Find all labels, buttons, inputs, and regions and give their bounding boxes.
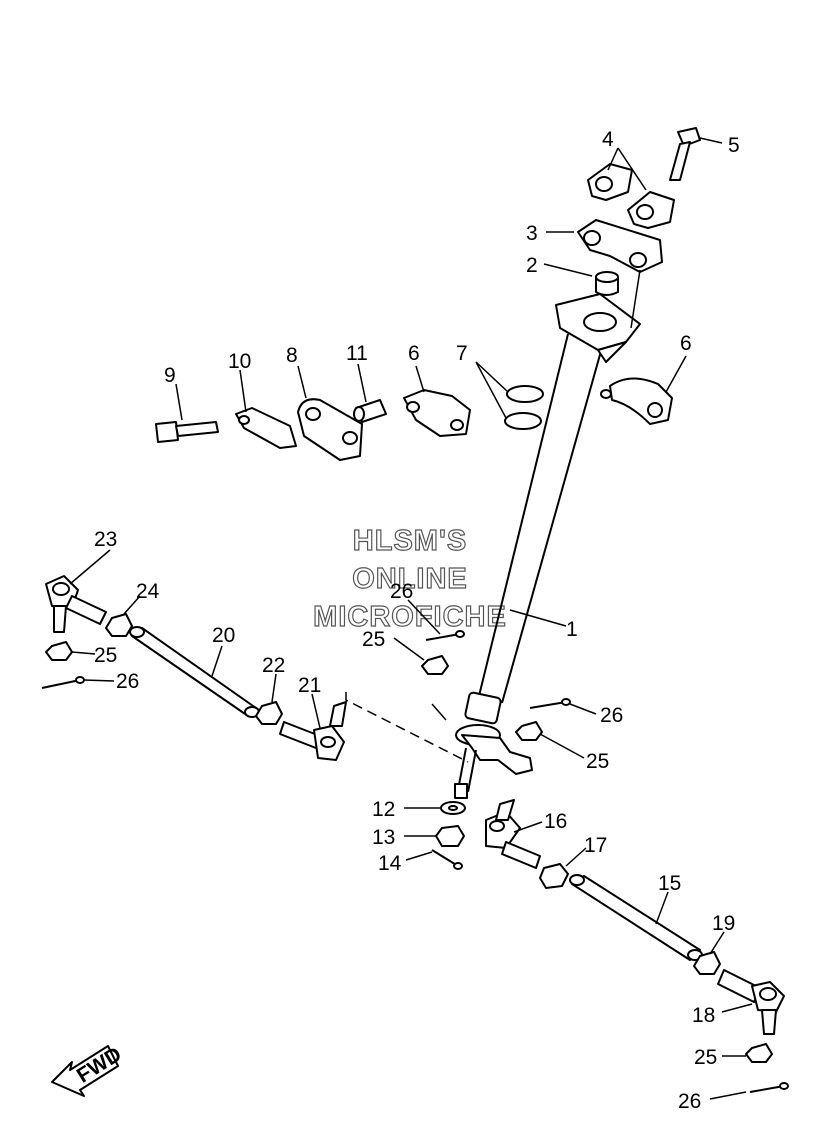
callout-6-right: 6 [680,332,692,355]
bushing-clamps[interactable] [587,163,675,229]
alignment-line [345,692,469,763]
clamp-right[interactable] [600,377,673,425]
callout-22: 22 [262,654,285,677]
callout-1: 1 [566,618,578,641]
callout-20: 20 [212,624,235,647]
nut-25-center[interactable] [421,655,449,675]
nut-24[interactable] [105,613,133,637]
callout-labels: 1 2 3 4 5 6 6 7 8 9 10 11 12 13 14 15 16… [94,128,740,1113]
nut-19[interactable] [693,951,721,975]
callout-25-left: 25 [94,644,117,667]
tie-rod-left[interactable] [129,626,260,718]
callout-21: 21 [298,674,321,697]
callout-4: 4 [602,128,614,151]
holder-bolt[interactable] [669,127,723,181]
watermark: HLSM'S ONLINE MICROFICHE [313,524,507,633]
callout-12: 12 [372,798,395,821]
callout-17: 17 [584,834,607,857]
cotter-pin-26-right-lower[interactable] [749,1082,789,1093]
rod-end-21[interactable] [279,701,347,761]
watermark-line-1: HLSM'S [353,525,467,557]
callout-9: 9 [164,364,176,387]
callout-26-center: 26 [390,580,413,603]
callout-25-center: 25 [362,628,385,651]
callout-26-right-lower: 26 [678,1090,701,1113]
forward-arrow-icon: FWD [51,1043,126,1097]
nut-25-right-lower[interactable] [745,1043,773,1063]
steering-column[interactable] [431,293,641,799]
fwd-label: FWD [73,1043,126,1088]
callout-24: 24 [136,580,160,603]
leader-lines [69,147,753,1100]
callout-15: 15 [658,872,681,895]
cotter-pin-26-right-upper[interactable] [529,698,571,709]
clamp-left[interactable] [403,389,471,437]
column-holder[interactable] [577,219,663,329]
callout-7: 7 [456,342,468,365]
callout-25-right-upper: 25 [586,750,609,773]
callout-23: 23 [94,528,117,551]
washer-12[interactable] [440,801,466,815]
callout-26-right-upper: 26 [600,704,623,727]
rod-end-16[interactable] [485,799,541,869]
bushing[interactable] [595,271,619,296]
callout-25-right-lower: 25 [694,1046,717,1069]
callout-18: 18 [692,1004,715,1027]
cotter-pin-14[interactable] [431,849,463,870]
nut-25-right-upper[interactable] [515,721,543,741]
nut-22[interactable] [255,701,283,725]
callout-10: 10 [228,350,251,373]
callout-11: 11 [346,342,368,365]
cotter-pin-26-left[interactable] [41,676,85,689]
callout-13: 13 [372,826,395,849]
tie-rod-right[interactable] [569,874,703,961]
collars[interactable] [504,385,544,430]
callout-2: 2 [526,254,538,277]
callout-14: 14 [378,852,402,875]
nut-17[interactable] [539,863,569,889]
nut-25-left[interactable] [45,641,73,661]
column-plate[interactable] [297,398,363,461]
callout-6-left: 6 [408,342,420,365]
long-bolt[interactable] [155,421,219,443]
nut-13[interactable] [435,825,465,847]
rod-end-23[interactable] [45,575,107,633]
rod-end-18[interactable] [717,969,785,1035]
callout-5: 5 [728,134,740,157]
callout-8: 8 [286,344,298,367]
callout-16: 16 [544,810,567,833]
lock-washer[interactable] [235,407,297,449]
watermark-line-3: MICROFICHE [313,601,507,633]
cotter-pin-26-center[interactable] [425,630,465,641]
callout-26-left: 26 [116,670,139,693]
collar-small[interactable] [353,399,387,423]
watermark-line-2: ONLINE [352,563,468,595]
callout-3: 3 [526,222,538,245]
callout-19: 19 [712,912,735,935]
